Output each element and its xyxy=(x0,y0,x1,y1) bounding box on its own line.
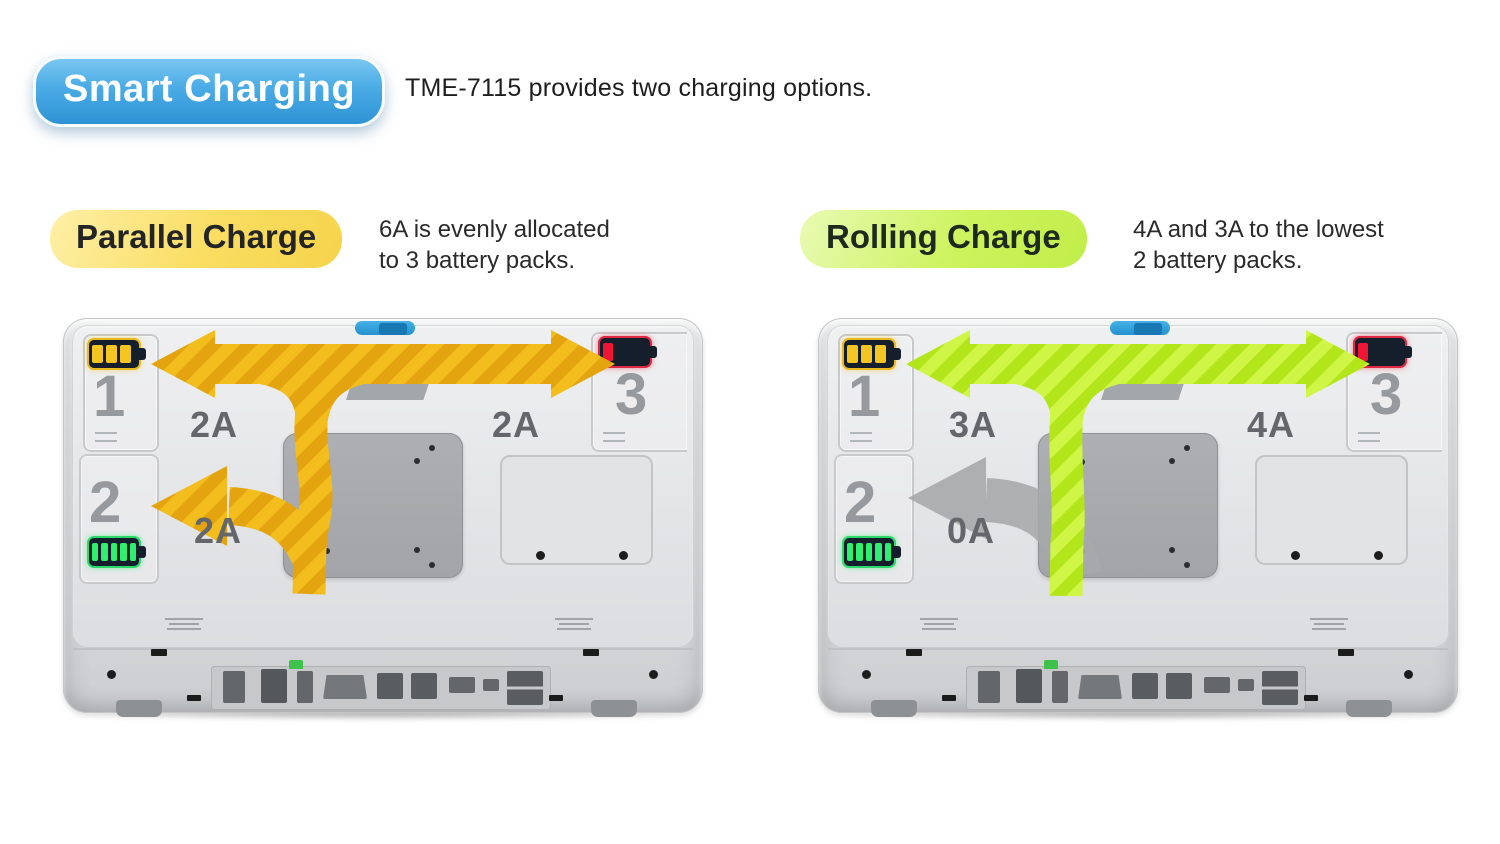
access-panel xyxy=(1255,455,1408,565)
vga-port xyxy=(1078,675,1122,699)
hdmi-port xyxy=(449,677,475,693)
current-label-battery3: 2A xyxy=(491,404,541,445)
mount-tab xyxy=(187,695,201,701)
slot-number: 3 xyxy=(1370,362,1403,427)
battery-slot-3: 3 xyxy=(591,332,687,452)
header-subtitle: TME-7115 provides two charging options. xyxy=(405,74,873,102)
battery-label-sticker xyxy=(95,432,117,442)
hdmi-port xyxy=(1204,677,1230,693)
rubber-foot xyxy=(871,700,917,717)
battery-slot-1: 1 xyxy=(83,334,159,452)
screw xyxy=(862,670,871,679)
battery-label-sticker xyxy=(1358,432,1380,442)
battery-slot-2: 2 xyxy=(79,454,159,584)
power-port xyxy=(1016,669,1042,703)
slot-number: 3 xyxy=(615,362,648,427)
current-label-battery2: 0A xyxy=(946,510,996,551)
rubber-foot xyxy=(1346,700,1392,717)
device-back-rolling: 1 2 3 xyxy=(818,318,1458,720)
lan-port xyxy=(411,673,437,699)
cover-seam xyxy=(73,648,693,650)
battery-label-sticker xyxy=(850,432,872,442)
rolling-charge-description: 4A and 3A to the lowest 2 battery packs. xyxy=(1133,214,1384,276)
label-text-block xyxy=(1310,618,1348,633)
io-port xyxy=(297,671,313,703)
port-panel xyxy=(211,660,551,710)
cover-seam xyxy=(828,648,1448,650)
mount-tab xyxy=(151,649,167,656)
screw xyxy=(1404,670,1413,679)
handle-cutout xyxy=(346,374,432,400)
connector-tab xyxy=(289,660,303,669)
latch-slider xyxy=(1110,321,1170,335)
io-port xyxy=(483,679,499,691)
parallel-charge-badge: Parallel Charge xyxy=(50,210,343,268)
smart-charging-badge: Smart Charging xyxy=(33,56,386,127)
screw xyxy=(649,670,658,679)
rubber-foot xyxy=(591,700,637,717)
power-port xyxy=(261,669,287,703)
device-back-parallel: 1 2 3 xyxy=(63,318,703,720)
label-text-block xyxy=(165,618,203,633)
usb-port xyxy=(223,671,245,703)
rolling-charge-badge: Rolling Charge xyxy=(800,210,1087,268)
mount-tab xyxy=(583,649,599,656)
slot-number: 2 xyxy=(844,470,877,535)
rolling-desc-line1: 4A and 3A to the lowest xyxy=(1133,216,1384,243)
access-panel xyxy=(500,455,653,565)
current-label-battery1: 3A xyxy=(948,404,998,445)
latch-slider xyxy=(355,321,415,335)
io-port xyxy=(1238,679,1254,691)
lan-port xyxy=(377,673,403,699)
vesa-mount-plate xyxy=(283,433,463,578)
battery-slot-1: 1 xyxy=(838,334,914,452)
mount-tab xyxy=(1304,695,1318,701)
label-text-block xyxy=(555,618,593,633)
usb-stack-port xyxy=(507,671,543,705)
slot-number: 2 xyxy=(89,470,122,535)
lan-port xyxy=(1166,673,1192,699)
parallel-charge-description: 6A is evenly allocated to 3 battery pack… xyxy=(379,214,610,276)
battery-label-sticker xyxy=(603,432,625,442)
screw xyxy=(107,670,116,679)
vga-port xyxy=(323,675,367,699)
current-label-battery2: 2A xyxy=(193,510,243,551)
lan-port xyxy=(1132,673,1158,699)
mount-tab xyxy=(906,649,922,656)
parallel-desc-line1: 6A is evenly allocated xyxy=(379,216,610,243)
parallel-desc-line2: to 3 battery packs. xyxy=(379,247,576,274)
usb-port xyxy=(978,671,1000,703)
vesa-mount-plate xyxy=(1038,433,1218,578)
rubber-foot xyxy=(116,700,162,717)
handle-cutout xyxy=(1101,374,1187,400)
mount-tab xyxy=(1338,649,1354,656)
io-port xyxy=(1052,671,1068,703)
battery-slot-3: 3 xyxy=(1346,332,1442,452)
usb-stack-port xyxy=(1262,671,1298,705)
current-label-battery3: 4A xyxy=(1246,404,1296,445)
rolling-desc-line2: 2 battery packs. xyxy=(1133,247,1303,274)
slot-number: 1 xyxy=(848,364,881,429)
connector-tab xyxy=(1044,660,1058,669)
label-text-block xyxy=(920,618,958,633)
port-panel xyxy=(966,660,1306,710)
slot-number: 1 xyxy=(93,364,126,429)
mount-tab xyxy=(942,695,956,701)
current-label-battery1: 2A xyxy=(189,404,239,445)
mount-tab xyxy=(549,695,563,701)
battery-slot-2: 2 xyxy=(834,454,914,584)
